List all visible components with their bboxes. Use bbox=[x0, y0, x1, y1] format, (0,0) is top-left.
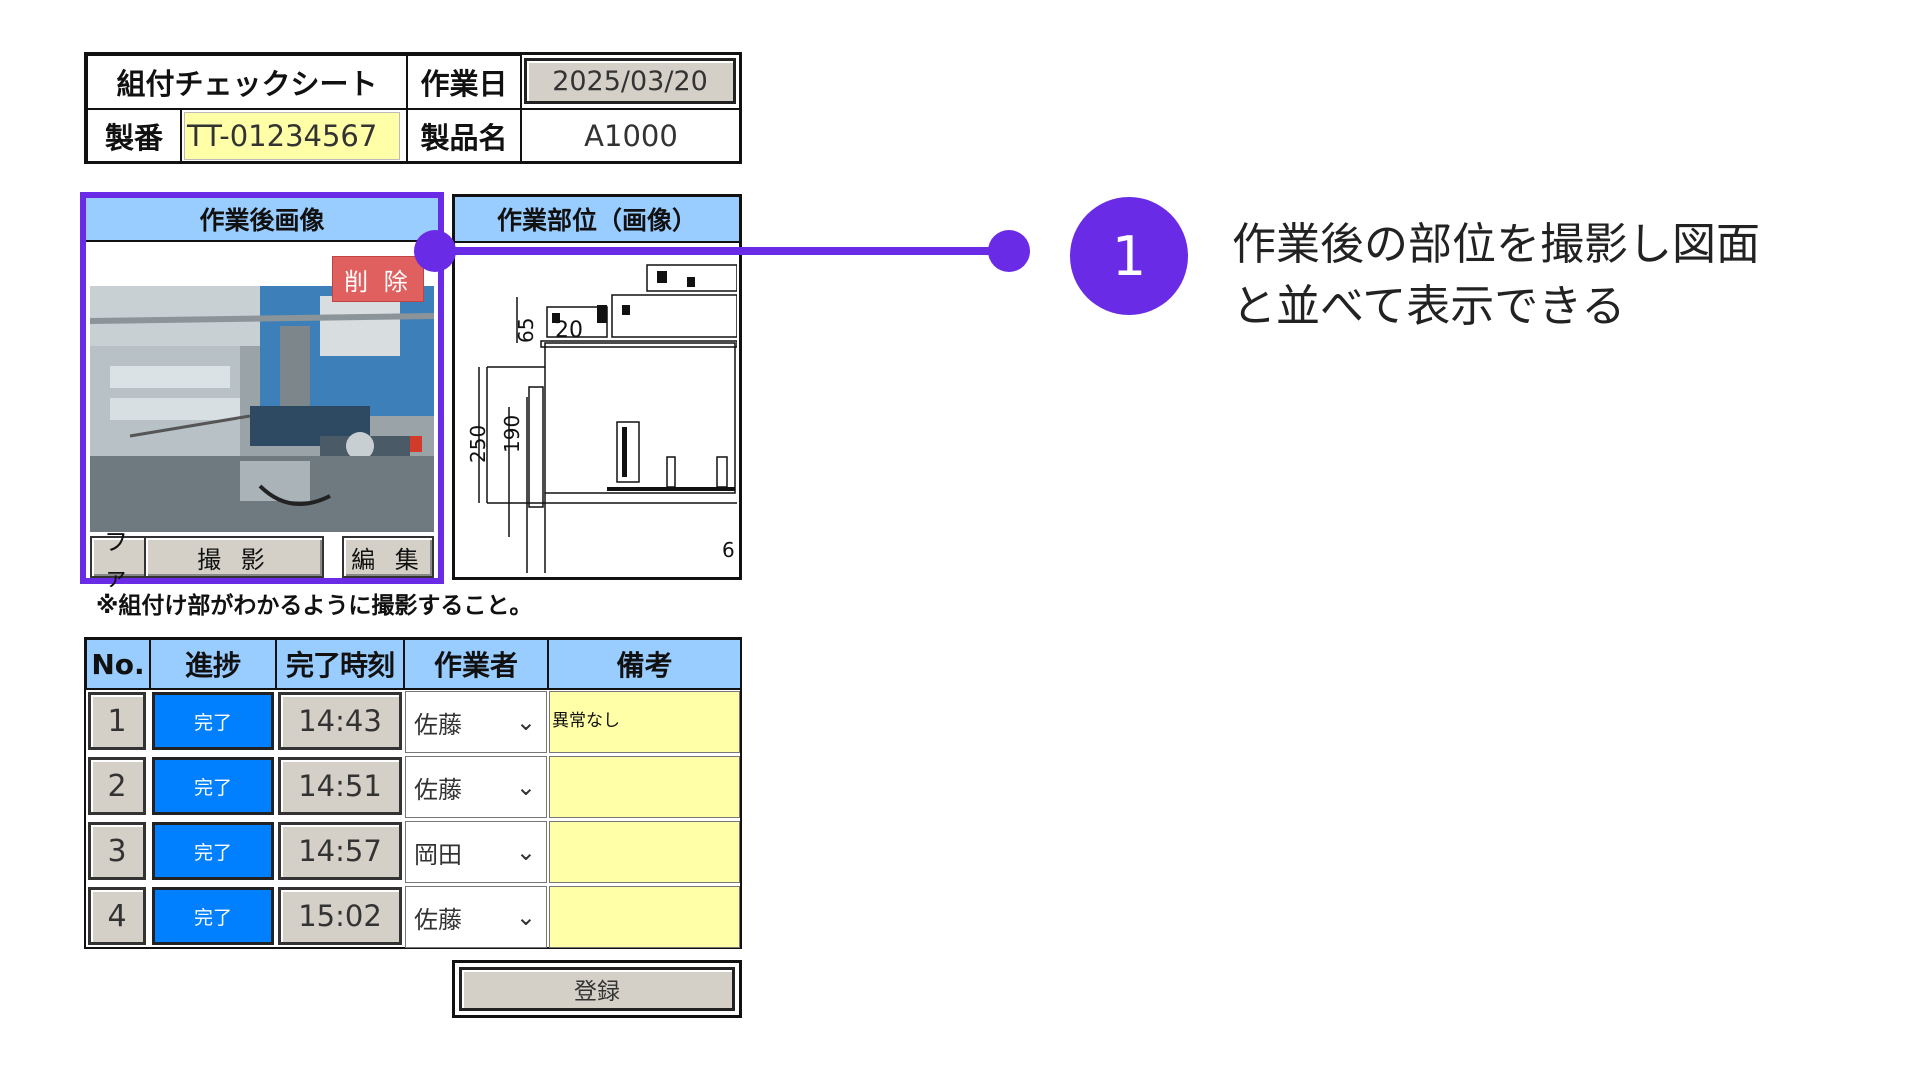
col-header-time: 完了時刻 bbox=[275, 638, 405, 690]
status-done-button[interactable]: 完了 bbox=[152, 822, 274, 880]
callout-line-1: 作業後の部位を撮影し図面 bbox=[1232, 219, 1760, 270]
worker-select[interactable]: 佐藤 ⌄ bbox=[405, 691, 547, 753]
worker-value: 岡田 bbox=[414, 840, 462, 869]
completion-time: 14:51 bbox=[278, 757, 402, 815]
serial-cell: TT-01234567 bbox=[180, 108, 408, 164]
file-button[interactable]: ファ bbox=[90, 528, 150, 591]
col-header-progress: 進捗 bbox=[149, 638, 277, 690]
photo-panel-title: 作業後画像 bbox=[86, 198, 438, 242]
drawing-panel: 作業部位（画像） bbox=[452, 194, 742, 580]
work-date-label: 作業日 bbox=[406, 54, 522, 110]
status-done-button[interactable]: 完了 bbox=[152, 757, 274, 815]
worker-value: 佐藤 bbox=[414, 905, 462, 934]
after-work-photo bbox=[90, 286, 434, 532]
serial-input[interactable]: TT-01234567 bbox=[184, 112, 400, 160]
worker-select[interactable]: 佐藤 ⌄ bbox=[405, 886, 547, 948]
work-date-cell: 2025/03/20 bbox=[520, 54, 742, 110]
drawing-panel-title: 作業部位（画像） bbox=[455, 197, 739, 243]
dim-190: 190 bbox=[500, 415, 524, 453]
delete-photo-button[interactable]: 削 除 bbox=[332, 256, 424, 302]
photo-instruction-note: ※組付け部がわかるように撮影すること。 bbox=[96, 593, 533, 619]
row-number: 3 bbox=[88, 822, 146, 880]
completion-time: 14:57 bbox=[278, 822, 402, 880]
header-table: 組付チェックシート 作業日 2025/03/20 製番 TT-01234567 … bbox=[84, 52, 742, 164]
col-header-no: No. bbox=[85, 638, 151, 690]
machine-photo-image bbox=[90, 286, 434, 532]
shoot-photo-button[interactable]: 撮 影 bbox=[144, 536, 324, 578]
product-label: 製品名 bbox=[406, 108, 522, 164]
row-number: 4 bbox=[88, 887, 146, 945]
col-header-worker: 作業者 bbox=[403, 638, 549, 690]
callout-line-2: と並べて表示できる bbox=[1232, 281, 1626, 332]
callout-start-dot bbox=[414, 230, 456, 272]
callout-description: 作業後の部位を撮影し図面 と並べて表示できる bbox=[1232, 214, 1892, 338]
remarks-input[interactable] bbox=[549, 886, 740, 948]
callout-connector-line bbox=[432, 247, 1012, 255]
worker-value: 佐藤 bbox=[414, 710, 462, 739]
chevron-down-icon: ⌄ bbox=[515, 838, 536, 866]
dim-20: 20 bbox=[555, 318, 583, 343]
drawing-image: 20 65 250 190 6 bbox=[457, 257, 737, 573]
dim-250: 250 bbox=[466, 425, 490, 463]
row-number: 1 bbox=[88, 692, 146, 750]
technical-drawing: 20 65 250 190 6 bbox=[457, 257, 737, 573]
worker-select[interactable]: 岡田 ⌄ bbox=[405, 821, 547, 883]
edit-photo-button[interactable]: 編 集 bbox=[342, 536, 434, 578]
sheet-title: 組付チェックシート bbox=[86, 54, 408, 110]
chevron-down-icon: ⌄ bbox=[515, 903, 536, 931]
chevron-down-icon: ⌄ bbox=[515, 773, 536, 801]
dim-6: 6 bbox=[722, 538, 735, 562]
callout-end-dot bbox=[988, 230, 1030, 272]
work-date-field[interactable]: 2025/03/20 bbox=[524, 58, 736, 104]
register-button[interactable]: 登録 bbox=[459, 967, 735, 1011]
completion-time: 14:43 bbox=[278, 692, 402, 750]
completion-time: 15:02 bbox=[278, 887, 402, 945]
callout-number-badge: 1 bbox=[1070, 197, 1188, 315]
progress-table: No. 進捗 完了時刻 作業者 備考 1 完了 14:43 佐藤 ⌄ 異常なし 2… bbox=[84, 637, 742, 949]
chevron-down-icon: ⌄ bbox=[515, 708, 536, 736]
dim-65: 65 bbox=[514, 318, 538, 343]
register-button-frame: 登録 bbox=[452, 960, 742, 1018]
serial-label: 製番 bbox=[86, 108, 182, 164]
worker-select[interactable]: 佐藤 ⌄ bbox=[405, 756, 547, 818]
col-header-remarks: 備考 bbox=[547, 638, 742, 690]
remarks-input[interactable]: 異常なし bbox=[549, 691, 740, 753]
row-number: 2 bbox=[88, 757, 146, 815]
product-value: A1000 bbox=[520, 108, 742, 164]
remarks-input[interactable] bbox=[549, 821, 740, 883]
after-work-photo-panel: 作業後画像 削 除 ファ 撮 影 編 集 bbox=[80, 192, 444, 591]
worker-value: 佐藤 bbox=[414, 775, 462, 804]
status-done-button[interactable]: 完了 bbox=[152, 692, 274, 750]
status-done-button[interactable]: 完了 bbox=[152, 887, 274, 945]
remarks-input[interactable] bbox=[549, 756, 740, 818]
